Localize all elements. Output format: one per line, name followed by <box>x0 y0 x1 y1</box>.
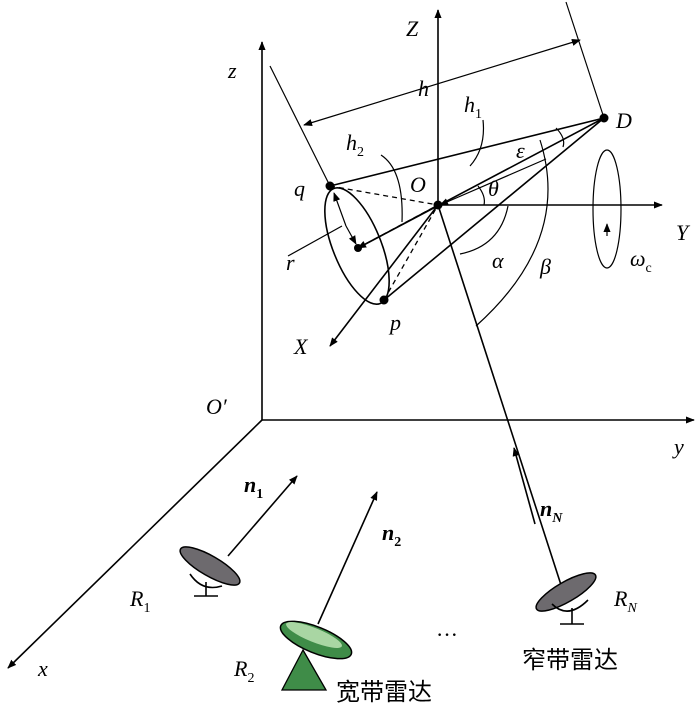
dish-RN <box>535 572 597 612</box>
h-extension-left <box>269 65 331 187</box>
dish-R2-pedestal <box>280 648 328 691</box>
label-r: r <box>286 250 295 275</box>
ground-axes <box>7 41 695 669</box>
radar-R2 <box>279 620 353 691</box>
o-to-center-arrow <box>357 204 439 249</box>
h-dimension <box>303 38 581 127</box>
dish-R1-back <box>189 573 223 589</box>
label-h: h <box>418 76 429 101</box>
point-p <box>379 295 389 305</box>
nN-arrow <box>512 447 536 525</box>
label-nN: nN <box>540 496 563 526</box>
dish-RN-back <box>551 599 589 612</box>
X-axis <box>329 204 439 347</box>
epsilon-arc <box>555 127 565 148</box>
qo-dashed-line <box>329 185 439 206</box>
label-wideband: 宽带雷达 <box>336 678 432 706</box>
los-narrowband <box>437 204 563 589</box>
label-R2: R2 <box>233 656 254 686</box>
label-dots: ··· <box>436 622 458 647</box>
label-p: p <box>388 310 401 335</box>
radar-RN <box>535 572 597 625</box>
label-h2: h2 <box>346 130 364 160</box>
r-arrow-up <box>333 192 347 227</box>
label-Z: Z <box>406 16 419 41</box>
rotation-ellipse <box>592 149 622 269</box>
r-leader <box>287 225 343 257</box>
r-arrow-down <box>345 225 357 245</box>
dish-R1 <box>179 546 241 586</box>
text-labels: Z z h h1 h2 D ε q O θ Y r α β ωc p X O′ … <box>37 16 691 706</box>
label-X: X <box>293 334 309 359</box>
po-dashed-line <box>383 204 439 301</box>
base-center-point <box>354 244 362 252</box>
label-h1: h1 <box>464 92 482 122</box>
label-x: x <box>37 656 48 681</box>
label-narrowband: 窄带雷达 <box>522 646 618 674</box>
label-n1: n1 <box>244 472 263 502</box>
label-y: y <box>672 434 684 459</box>
label-theta: θ <box>488 176 499 201</box>
n2-arrow <box>317 491 378 625</box>
radar-rays <box>227 204 563 625</box>
label-alpha: α <box>492 248 504 273</box>
label-O: O <box>410 172 426 197</box>
cone-target <box>287 113 609 305</box>
label-epsilon: ε <box>516 138 525 163</box>
label-n2: n2 <box>382 520 401 550</box>
label-O-prime: O′ <box>206 394 228 419</box>
label-R1: R1 <box>129 586 150 616</box>
cone-generatrix-top <box>329 117 605 187</box>
d-to-o-arrow <box>439 158 547 206</box>
label-omega-c: ωc <box>630 246 652 276</box>
h2-leader <box>380 154 403 223</box>
label-RN: RN <box>613 586 637 616</box>
label-Y: Y <box>676 220 691 245</box>
theta-arc <box>477 185 485 206</box>
h-extension-right <box>565 1 605 119</box>
beta-arc <box>475 139 549 327</box>
dish-R2-highlight <box>286 622 342 648</box>
label-beta: β <box>539 254 551 279</box>
x-axis <box>7 419 263 669</box>
label-z: z <box>227 58 237 83</box>
alpha-arc <box>459 205 509 255</box>
angles <box>459 127 565 327</box>
dimensions <box>269 1 605 223</box>
label-D: D <box>615 108 632 133</box>
rotation-symbol <box>592 149 622 269</box>
cone-generatrix-bottom <box>383 117 605 301</box>
h1-leader <box>469 119 485 167</box>
n1-arrow <box>227 475 298 557</box>
radar-R1 <box>179 546 241 597</box>
label-q: q <box>294 176 305 201</box>
